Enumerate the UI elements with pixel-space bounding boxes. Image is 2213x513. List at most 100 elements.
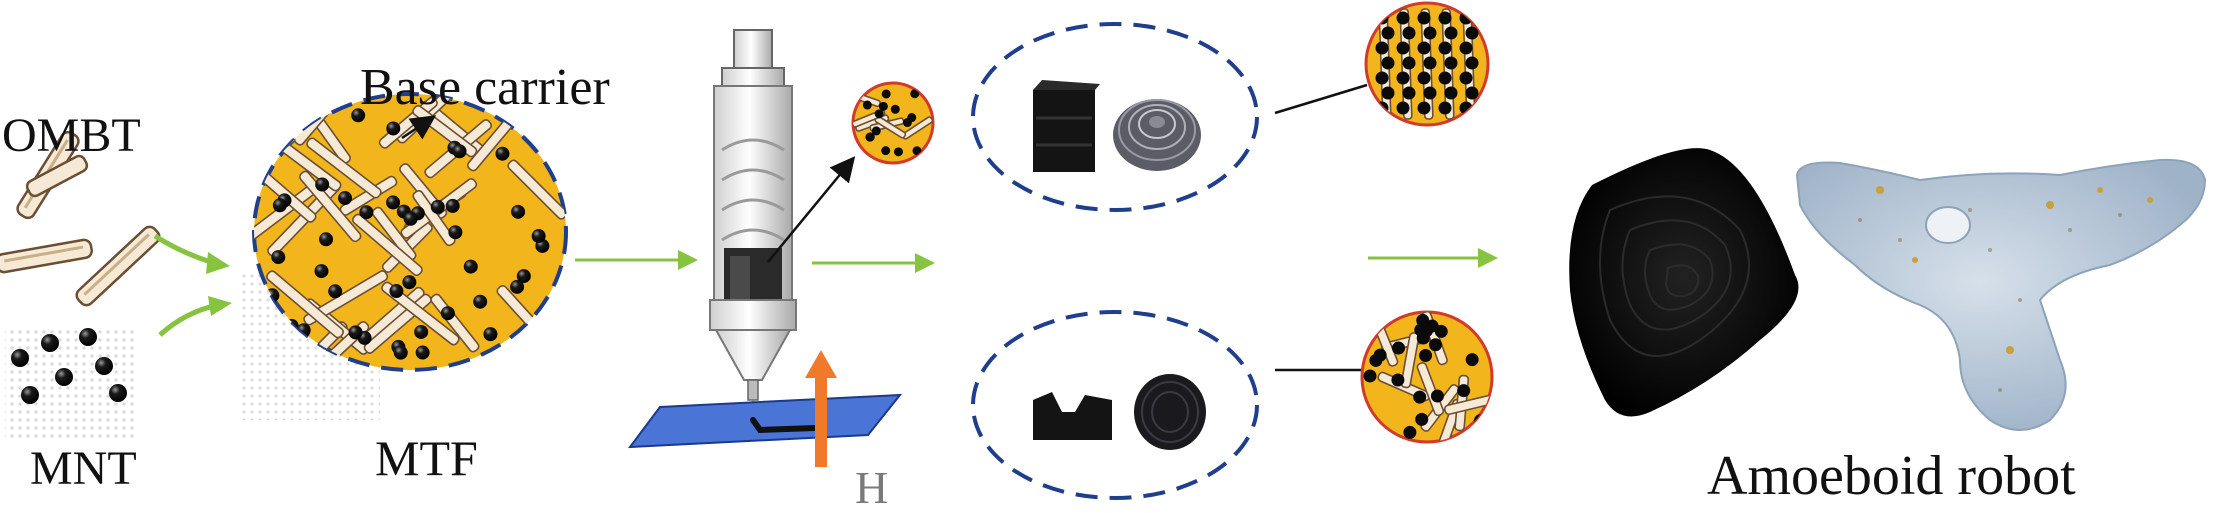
ombt-rod bbox=[303, 270, 389, 326]
mnt-particle bbox=[1375, 71, 1389, 85]
mnt-particle bbox=[359, 205, 374, 220]
mnt-particle bbox=[1430, 389, 1444, 403]
mnt-particle bbox=[1423, 56, 1437, 70]
mnt-particle bbox=[315, 177, 330, 192]
printed-block-icon bbox=[1033, 392, 1112, 440]
mnt-particle bbox=[1363, 369, 1377, 383]
mnt-particle bbox=[1420, 324, 1434, 338]
mnt-particle bbox=[338, 191, 353, 206]
mnt-particle bbox=[414, 324, 429, 339]
mnt-particle bbox=[1375, 41, 1389, 55]
mnt-particle bbox=[910, 89, 920, 99]
mnt-particle bbox=[1402, 56, 1416, 70]
printed-cube-icon bbox=[1033, 80, 1100, 172]
mnt-particle bbox=[1396, 71, 1410, 85]
mnt-particle bbox=[511, 204, 526, 219]
mnt-particle bbox=[1438, 101, 1452, 115]
mnt-particle bbox=[1459, 71, 1473, 85]
mnt-particle bbox=[531, 229, 546, 244]
ombt-rod bbox=[351, 213, 423, 277]
mtf-label: MTF bbox=[375, 430, 478, 486]
mtf-rod-network bbox=[254, 94, 566, 370]
mnt-particle bbox=[483, 327, 498, 342]
mnt-particle bbox=[319, 232, 334, 247]
mnt-particle bbox=[1396, 41, 1410, 55]
mnt-particle bbox=[386, 195, 401, 210]
ombt-rod bbox=[1444, 393, 1492, 416]
ombt-rods-icon bbox=[0, 130, 161, 307]
mnt-particle bbox=[516, 269, 531, 284]
mtf-ellipse-icon bbox=[240, 92, 568, 420]
ombt-rod bbox=[1400, 332, 1420, 389]
ombt-rod bbox=[507, 159, 566, 220]
mnt-particle bbox=[878, 101, 888, 111]
mnt-particle bbox=[1459, 41, 1473, 55]
printed-dome-icon bbox=[1113, 99, 1201, 171]
mnt-particle bbox=[881, 89, 891, 99]
mnt-particle bbox=[1465, 86, 1479, 100]
ombt-rod bbox=[381, 281, 460, 346]
mnt-particle bbox=[402, 275, 417, 290]
mnt-particle bbox=[1391, 373, 1405, 387]
amoeboid-robot-photo-icon bbox=[1569, 148, 1799, 417]
mnt-particle bbox=[1402, 86, 1416, 100]
mnt-particle bbox=[430, 199, 445, 214]
mnt-particle bbox=[1434, 324, 1448, 338]
mnt-particle bbox=[1417, 11, 1431, 25]
robot-label: Amoeboid robot bbox=[1707, 445, 2076, 507]
mnt-particle bbox=[1417, 71, 1431, 85]
base-carrier-label: Base carrier bbox=[360, 59, 610, 116]
mnt-particle bbox=[510, 279, 525, 294]
mnt-particle bbox=[463, 259, 478, 274]
arrow-to-robot bbox=[1368, 248, 1498, 268]
mnt-particle bbox=[440, 306, 455, 321]
mnt-particle bbox=[1373, 348, 1387, 362]
mnt-particle bbox=[1396, 11, 1410, 25]
mnt-particle bbox=[1438, 71, 1452, 85]
mnt-particle bbox=[865, 132, 875, 142]
base-carrier-pointer bbox=[401, 115, 437, 140]
mnt-particle bbox=[1457, 384, 1471, 398]
ombt-rod bbox=[371, 206, 417, 262]
syringe-printer-icon bbox=[709, 29, 797, 420]
mnt-particle bbox=[1465, 353, 1479, 367]
mnt-particle bbox=[862, 100, 872, 110]
mnt-particle bbox=[907, 113, 917, 123]
mnt-particle bbox=[871, 126, 881, 136]
mnt-particle bbox=[1381, 56, 1395, 70]
mnt-particle bbox=[386, 121, 401, 136]
mnt-particle bbox=[448, 225, 463, 240]
mnt-particle bbox=[1465, 26, 1479, 40]
mnt-particle bbox=[389, 284, 404, 299]
mnt-particle bbox=[314, 264, 329, 279]
ombt-rod bbox=[266, 270, 344, 339]
mnt-particle bbox=[1402, 26, 1416, 40]
mnt-particle bbox=[351, 108, 366, 123]
substrate-plate-icon bbox=[627, 393, 903, 449]
mnt-particle bbox=[1403, 425, 1417, 439]
printed-structures-upper bbox=[971, 1, 1490, 212]
mnt-particles-icon bbox=[5, 328, 135, 440]
mnt-particle bbox=[415, 345, 430, 360]
field-label: H bbox=[855, 462, 889, 513]
arrow-to-printer bbox=[575, 250, 698, 270]
mnt-particle bbox=[403, 211, 418, 226]
mnt-particle bbox=[452, 144, 467, 159]
mnt-particle bbox=[348, 325, 363, 340]
mnt-particle bbox=[1444, 86, 1458, 100]
mnt-particle bbox=[890, 104, 900, 114]
ombt-label: OMBT bbox=[2, 109, 141, 162]
mnt-particle bbox=[1423, 26, 1437, 40]
mnt-particle bbox=[1438, 11, 1452, 25]
mnt-particle bbox=[1417, 101, 1431, 115]
mnt-particle bbox=[1375, 101, 1389, 115]
mnt-particle bbox=[1381, 86, 1395, 100]
mnt-particle bbox=[881, 146, 891, 156]
mnt-label: MNT bbox=[30, 442, 137, 495]
mnt-particle bbox=[1428, 338, 1442, 352]
arrow-to-results bbox=[812, 253, 935, 273]
mnt-particle bbox=[1413, 390, 1427, 404]
mnt-particle bbox=[473, 294, 488, 309]
